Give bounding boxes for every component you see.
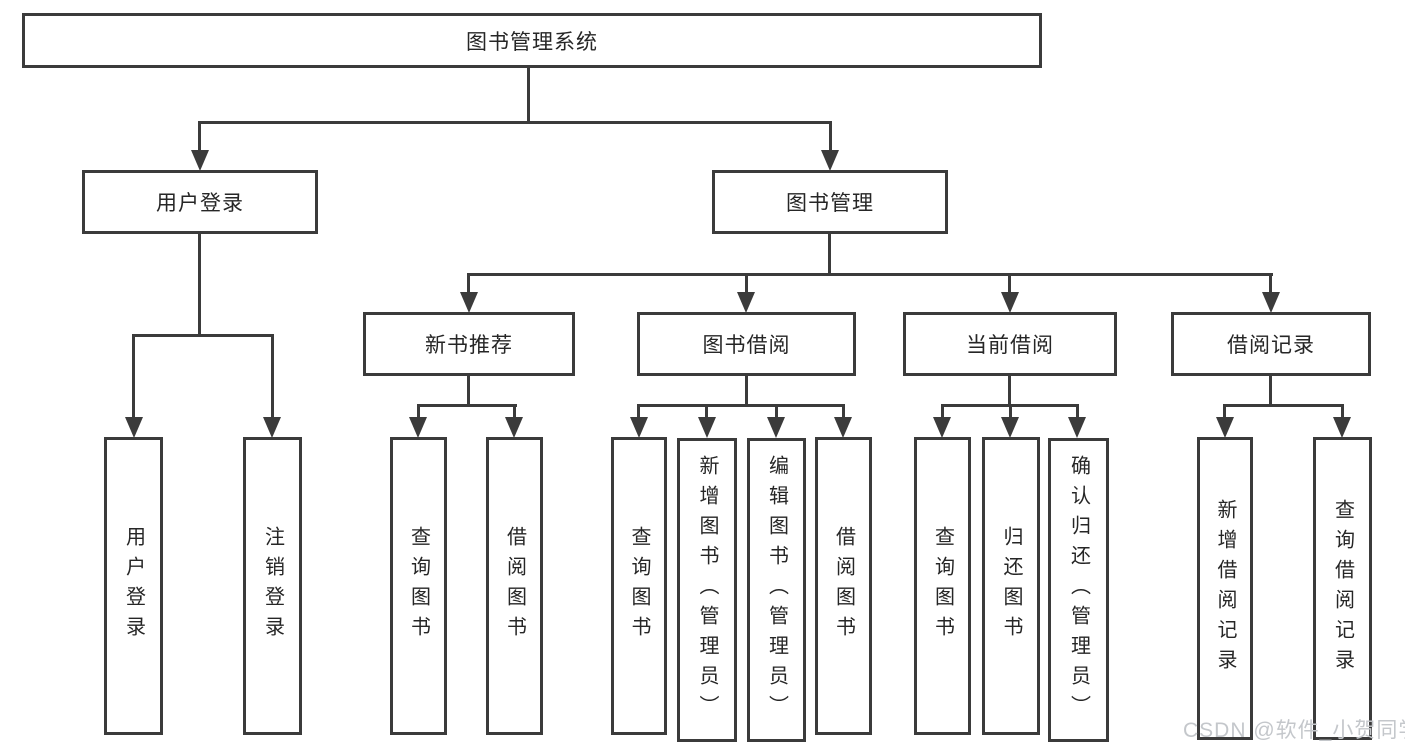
edge-drop [1223, 404, 1226, 419]
edge-drop [637, 404, 640, 419]
leaf-edit-books-admin: 编辑图书（管理员） [747, 438, 806, 742]
leaf-label: 归还图书 [1000, 526, 1022, 646]
leaf-query-borrow-record: 查询借阅记录 [1313, 437, 1372, 740]
edge-drop [829, 121, 832, 152]
leaf-label: 注销登录 [261, 526, 284, 646]
arrowhead-down-icon [460, 292, 478, 313]
arrowhead-down-icon [1068, 417, 1086, 438]
node-book-management: 图书管理 [712, 170, 948, 234]
leaf-label: 新增图书（管理员） [696, 455, 718, 725]
leaf-user-login: 用户登录 [104, 437, 163, 735]
edge-drop [775, 404, 778, 419]
edge-drop [467, 273, 470, 294]
leaf-label: 编辑图书（管理员） [765, 455, 788, 725]
arrowhead-down-icon [1262, 292, 1280, 313]
leaf-label: 查询图书 [407, 526, 430, 646]
leaf-label: 查询图书 [628, 526, 650, 646]
edge-drop [132, 334, 135, 419]
edge-stem [527, 66, 530, 122]
edge-stem [828, 231, 831, 276]
node-current-borrowing: 当前借阅 [903, 312, 1117, 376]
leaf-label: 用户登录 [122, 526, 145, 646]
node-label: 图书管理系统 [466, 30, 598, 54]
arrowhead-down-icon [1001, 417, 1019, 438]
leaf-confirm-return-admin: 确认归还（管理员） [1048, 438, 1109, 742]
edge-branch [637, 404, 845, 407]
leaf-borrow-books-recommend: 借阅图书 [486, 437, 543, 735]
edge-drop [271, 334, 274, 419]
arrowhead-down-icon [737, 292, 755, 313]
node-label: 用户登录 [156, 192, 244, 215]
leaf-query-books-recommend: 查询图书 [390, 437, 447, 735]
edge-branch [467, 273, 1273, 276]
arrowhead-down-icon [263, 417, 281, 438]
arrowhead-down-icon [191, 150, 209, 171]
node-label: 当前借阅 [966, 334, 1054, 357]
leaf-query-books-borrow: 查询图书 [611, 437, 667, 735]
arrowhead-down-icon [767, 417, 785, 438]
leaf-label: 借阅图书 [832, 526, 855, 646]
edge-stem [745, 374, 748, 407]
arrowhead-down-icon [1216, 417, 1234, 438]
leaf-return-books: 归还图书 [982, 437, 1040, 735]
node-user-login: 用户登录 [82, 170, 318, 234]
edge-branch [198, 121, 832, 124]
edge-branch [417, 404, 517, 407]
leaf-add-books-admin: 新增图书（管理员） [677, 438, 737, 742]
arrowhead-down-icon [505, 417, 523, 438]
edge-drop [1269, 273, 1272, 294]
arrowhead-down-icon [698, 417, 716, 438]
node-book-borrowing: 图书借阅 [637, 312, 856, 376]
edge-stem [1008, 374, 1011, 407]
edge-stem [1269, 374, 1272, 407]
edge-drop [705, 404, 708, 419]
node-borrowing-records: 借阅记录 [1171, 312, 1371, 376]
edge-branch [1223, 404, 1344, 407]
edge-drop [941, 404, 944, 419]
edge-drop [842, 404, 845, 419]
edge-stem [467, 374, 470, 407]
arrowhead-down-icon [630, 417, 648, 438]
node-label: 图书管理 [786, 192, 874, 215]
edge-drop [198, 121, 201, 152]
arrowhead-down-icon [821, 150, 839, 171]
node-label: 新书推荐 [425, 334, 513, 357]
arrowhead-down-icon [933, 417, 951, 438]
edge-stem [198, 231, 201, 337]
edge-drop [1008, 273, 1011, 294]
node-label: 借阅记录 [1227, 334, 1315, 357]
edge-drop [417, 404, 420, 419]
edge-drop [1341, 404, 1344, 419]
arrowhead-down-icon [1001, 292, 1019, 313]
edge-drop [1009, 404, 1012, 419]
csdn-watermark: CSDN @软件_小贺同学 [1183, 719, 1405, 742]
leaf-label: 新增借阅记录 [1214, 498, 1236, 679]
node-label: 图书借阅 [702, 334, 791, 357]
arrowhead-down-icon [125, 417, 143, 438]
leaf-borrow-books: 借阅图书 [815, 437, 872, 735]
leaf-logout: 注销登录 [243, 437, 302, 735]
leaf-label: 查询借阅记录 [1331, 498, 1354, 679]
leaf-query-books-current: 查询图书 [914, 437, 971, 735]
leaf-label: 借阅图书 [503, 526, 526, 646]
edge-drop [1076, 404, 1079, 419]
leaf-label: 查询图书 [931, 526, 954, 646]
leaf-add-borrow-record: 新增借阅记录 [1197, 437, 1253, 740]
node-library-management-system: 图书管理系统 [22, 13, 1042, 68]
arrowhead-down-icon [1333, 417, 1351, 438]
edge-drop [513, 404, 516, 419]
leaf-label: 确认归还（管理员） [1067, 455, 1090, 725]
edge-drop [745, 273, 748, 294]
arrowhead-down-icon [409, 417, 427, 438]
edge-branch [132, 334, 274, 337]
arrowhead-down-icon [834, 417, 852, 438]
node-new-book-recommendation: 新书推荐 [363, 312, 575, 376]
